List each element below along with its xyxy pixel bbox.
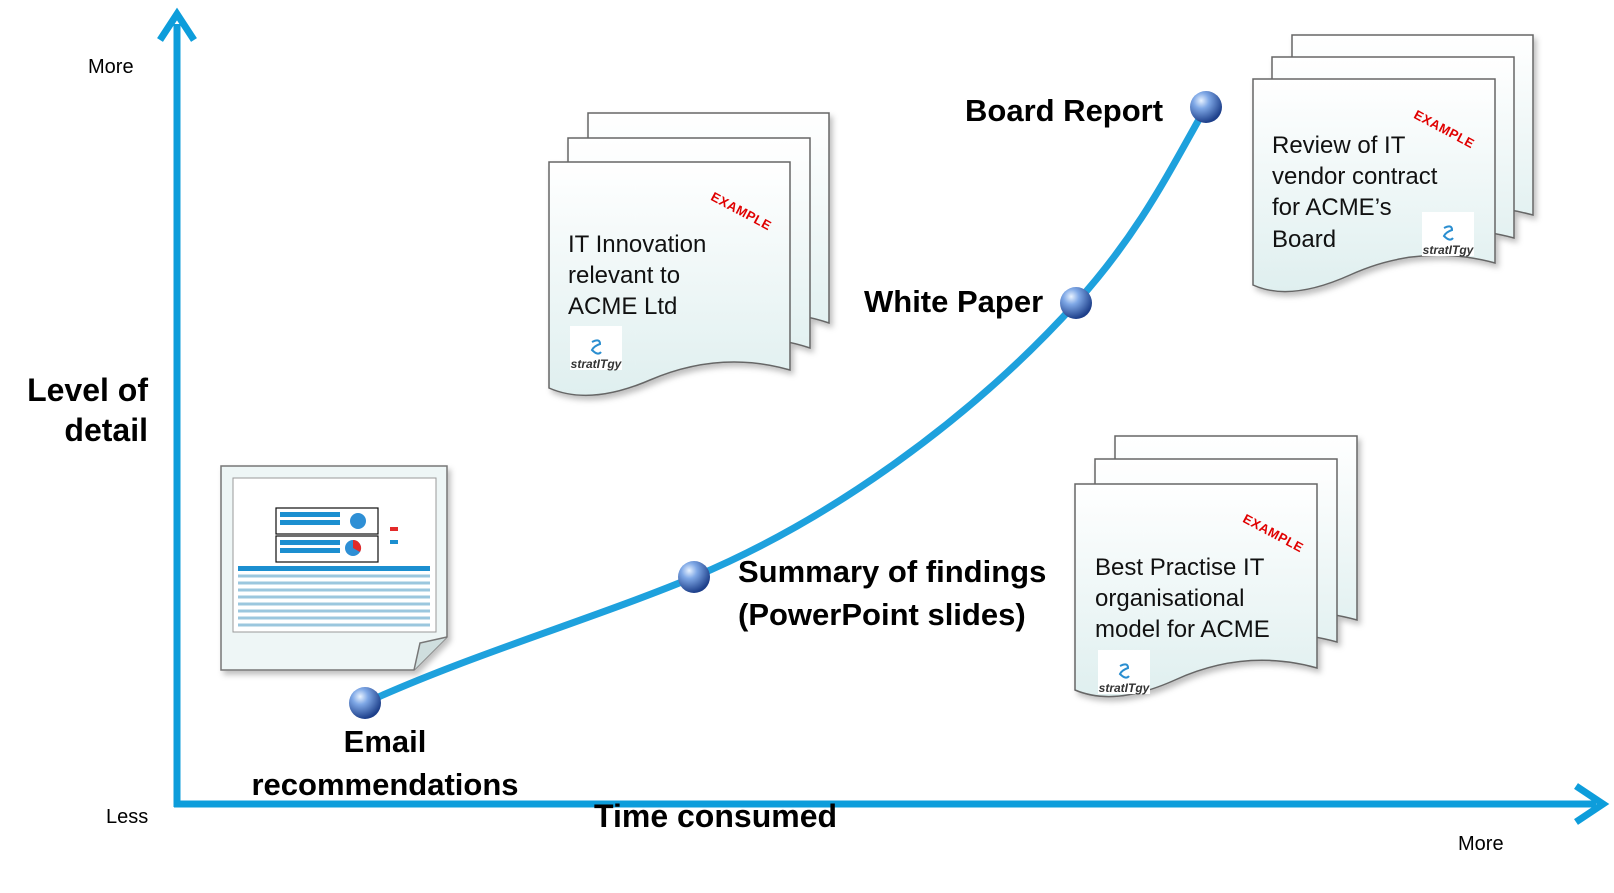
logo-wordmark: stratITgy <box>570 357 622 371</box>
document-stack-innovation <box>548 112 830 397</box>
logo-swirl-icon <box>1118 663 1130 679</box>
stratitgy-logo: stratITgy <box>570 326 622 370</box>
email-report-thumbnail <box>220 465 448 671</box>
stage-label-white-paper: White Paper <box>864 284 1044 319</box>
axes <box>157 7 1610 825</box>
logo-swirl-icon <box>1442 225 1454 241</box>
document-text-organisation: Best Practise IT organisational model fo… <box>1095 554 1270 644</box>
y-axis-more-label: More <box>88 56 134 78</box>
y-axis-less-label: Less <box>106 806 149 828</box>
x-axis-title: Time consumed <box>594 798 838 834</box>
document-text-innovation: IT Innovation relevant to ACME Ltd <box>568 231 707 321</box>
logo-wordmark: stratITgy <box>1098 681 1150 695</box>
y-axis-title: Level of detail <box>27 372 148 448</box>
x-axis-arrowhead <box>1574 783 1610 825</box>
node-white-paper <box>1060 287 1092 319</box>
document-stack-organisation <box>1074 435 1358 698</box>
stage-label-email: Email recommendations <box>251 724 519 802</box>
stratitgy-logo: stratITgy <box>1098 650 1150 694</box>
node-board-report <box>1190 91 1222 123</box>
stage-label-summary: Summary of findings (PowerPoint slides) <box>738 554 1047 632</box>
stage-label-board-report: Board Report <box>965 93 1164 128</box>
x-axis-more-label: More <box>1458 833 1504 855</box>
logo-wordmark: stratITgy <box>1422 243 1474 257</box>
progression-curve <box>361 103 1210 707</box>
node-summary <box>678 561 710 593</box>
stratitgy-logo: stratITgy <box>1422 212 1474 256</box>
logo-swirl-icon <box>590 339 602 355</box>
document-text-vendor: Review of IT vendor contract for ACME’s … <box>1272 132 1438 253</box>
y-axis-arrowhead <box>157 7 197 42</box>
node-email <box>349 687 381 719</box>
